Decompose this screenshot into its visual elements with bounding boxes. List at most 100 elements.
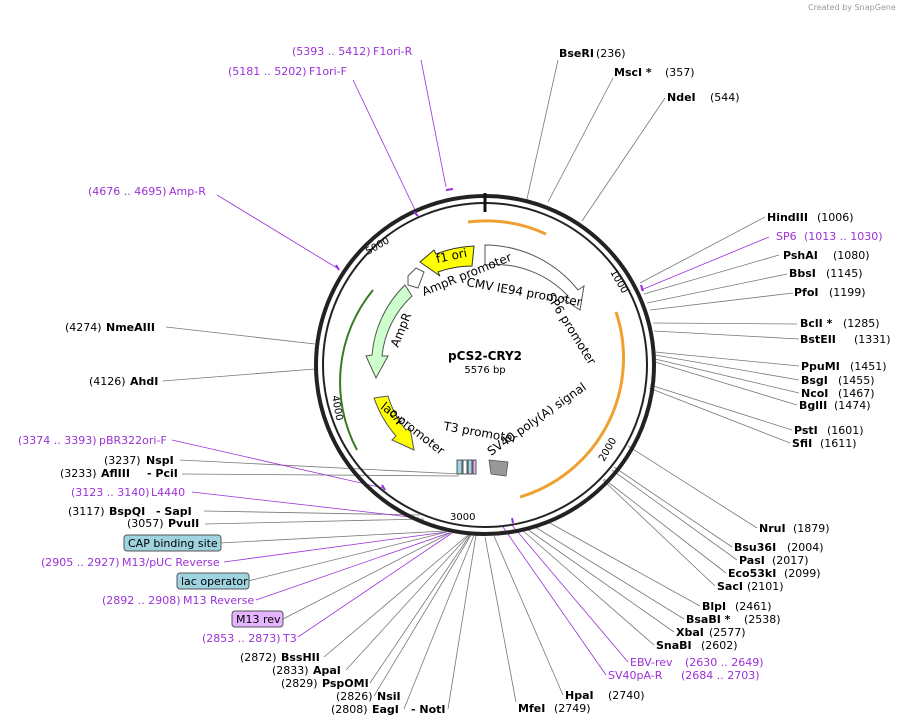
feature-sv40: SV40 poly(A) signal — [485, 380, 589, 459]
primer-sv40pa-r-pos: (2684 .. 2703) — [681, 669, 760, 682]
site-labels-left: (5393 .. 5412) F1ori-R (5181 .. 5202) F1… — [18, 45, 446, 716]
site-snabi: SnaBI — [656, 639, 692, 652]
primer-l4440-pos: (3123 .. 3140) — [71, 486, 150, 499]
site-blpi-pos: (2461) — [735, 600, 772, 613]
site-psti: PstI — [794, 424, 818, 437]
site-hindiii-pos: (1006) — [817, 211, 854, 224]
m13-rev-box: M13 rev — [231, 532, 451, 628]
site-bcli-pos: (1285) — [843, 317, 880, 330]
site-hpai-pos: (2740) — [608, 689, 645, 702]
site-mfei: MfeI — [518, 702, 545, 715]
primer-amp-r: Amp-R — [169, 185, 206, 198]
site-pasi-pos: (2017) — [772, 554, 809, 567]
primer-sv40pa-r: SV40pA-R — [608, 669, 663, 682]
site-blpi: BlpI — [702, 600, 726, 613]
site-sfii: SfiI — [792, 437, 812, 450]
site-nrui: NruI — [759, 522, 786, 535]
site-bglii: BglII — [799, 399, 827, 412]
site-ppumi: PpuMI — [801, 360, 840, 373]
site-sfii-pos: (1611) — [820, 437, 857, 450]
feature-arrows — [365, 244, 585, 477]
site-bsabi-pos: (2538) — [744, 613, 781, 626]
site-bspqi-pos: (3117) — [68, 505, 105, 518]
site-snabi-pos: (2602) — [701, 639, 738, 652]
site-noti: - NotI — [411, 703, 446, 716]
site-hpai: HpaI — [565, 689, 594, 702]
primer-amp-r-pos: (4676 .. 4695) — [88, 185, 167, 198]
site-bcli: BclI * — [800, 317, 833, 330]
site-bsgi-pos: (1455) — [838, 374, 875, 387]
primer-ebv-rev: EBV-rev — [630, 656, 673, 669]
tick-5000: 5000 — [364, 235, 392, 257]
plasmid-length: 5576 bp — [464, 365, 505, 376]
primer-f1ori-r: F1ori-R — [373, 45, 413, 58]
site-pasi: PasI — [739, 554, 765, 567]
site-xbai-pos: (2577) — [709, 626, 746, 639]
site-bsabi: BsaBI * — [686, 613, 731, 626]
snapgene-credit: Created by SnapGene — [808, 3, 896, 12]
site-bspqi: BspQI — [109, 505, 145, 518]
site-saci: SacI — [717, 580, 743, 593]
site-pvuii-pos: (3057) — [127, 517, 164, 530]
site-ncoi: NcoI — [801, 387, 828, 400]
primer-m13-reverse-pos: (2892 .. 2908) — [102, 594, 181, 607]
site-eagi: EagI — [372, 703, 399, 716]
primer-ebv-rev-pos: (2630 .. 2649) — [685, 656, 764, 669]
site-saci-pos: (2101) — [747, 580, 784, 593]
primer-m13-reverse: M13 Reverse — [183, 594, 254, 607]
primer-marks — [335, 188, 644, 524]
site-hindiii: HindIII — [767, 211, 808, 224]
primer-pbr322ori-f: pBR322ori-F — [99, 434, 167, 447]
site-nspi: NspI — [146, 454, 174, 467]
primer-sp6: SP6 — [776, 230, 797, 243]
site-nsii: NsiI — [377, 690, 401, 703]
site-eco53ki-pos: (2099) — [784, 567, 821, 580]
site-nrui-pos: (1879) — [793, 522, 830, 535]
site-ndei-pos: (544) — [710, 91, 740, 104]
site-apai: ApaI — [313, 664, 341, 677]
primer-sp6-pos: (1013 .. 1030) — [804, 230, 883, 243]
site-nsii-pos: (2826) — [336, 690, 373, 703]
leader-lines — [484, 59, 800, 703]
site-apai-pos: (2833) — [272, 664, 309, 677]
site-ncoi-pos: (1467) — [838, 387, 875, 400]
site-eagi-pos: (2808) — [331, 703, 368, 716]
primer-leader-lines-left — [171, 59, 453, 638]
site-msci-pos: (357) — [665, 66, 695, 79]
site-bsshii-pos: (2872) — [240, 651, 277, 664]
site-afliii: AflIII — [101, 467, 130, 480]
m13-rev-label: M13 rev — [236, 613, 281, 626]
site-bglii-pos: (1474) — [834, 399, 871, 412]
primer-m13puc-reverse: M13/pUC Reverse — [122, 556, 220, 569]
site-bsu36i: Bsu36I — [734, 541, 776, 554]
site-pfoi-pos: (1199) — [829, 286, 866, 299]
site-bsteii: BstEII — [800, 333, 836, 346]
primer-pbr322ori-f-pos: (3374 .. 3393) — [18, 434, 97, 447]
site-pfoi: PfoI — [794, 286, 819, 299]
site-pspomi: PspOMI — [322, 677, 369, 690]
primer-leader-lines-right — [502, 236, 770, 676]
site-bsu36i-pos: (2004) — [787, 541, 824, 554]
primer-f1ori-r-pos: (5393 .. 5412) — [292, 45, 371, 58]
site-pvuii: PvuII — [168, 517, 199, 530]
cap-binding-box: CAP binding site — [123, 530, 446, 552]
site-ahdi-pos: (4126) — [89, 375, 126, 388]
tick-3000: 3000 — [450, 512, 475, 523]
site-ahdi: AhdI — [130, 375, 158, 388]
site-ndei: NdeI — [667, 91, 696, 104]
primer-l4440: L4440 — [151, 486, 185, 499]
primer-f1ori-f: F1ori-F — [309, 65, 347, 78]
site-afliii-pos: (3233) — [60, 467, 97, 480]
site-psopomi-pos: (2829) — [281, 677, 318, 690]
site-bsgi: BsgI — [801, 374, 828, 387]
site-psti-pos: (1601) — [827, 424, 864, 437]
primer-t3: T3 — [282, 632, 297, 645]
site-bbsi-pos: (1145) — [826, 267, 863, 280]
site-msci: MscI * — [614, 66, 652, 79]
site-bbsi: BbsI — [789, 267, 816, 280]
lac-operator-box: lac operator — [176, 531, 448, 590]
site-nspi-pos: (3237) — [104, 454, 141, 467]
cap-binding-label: CAP binding site — [128, 537, 218, 550]
site-pshai-pos: (1080) — [833, 249, 870, 262]
